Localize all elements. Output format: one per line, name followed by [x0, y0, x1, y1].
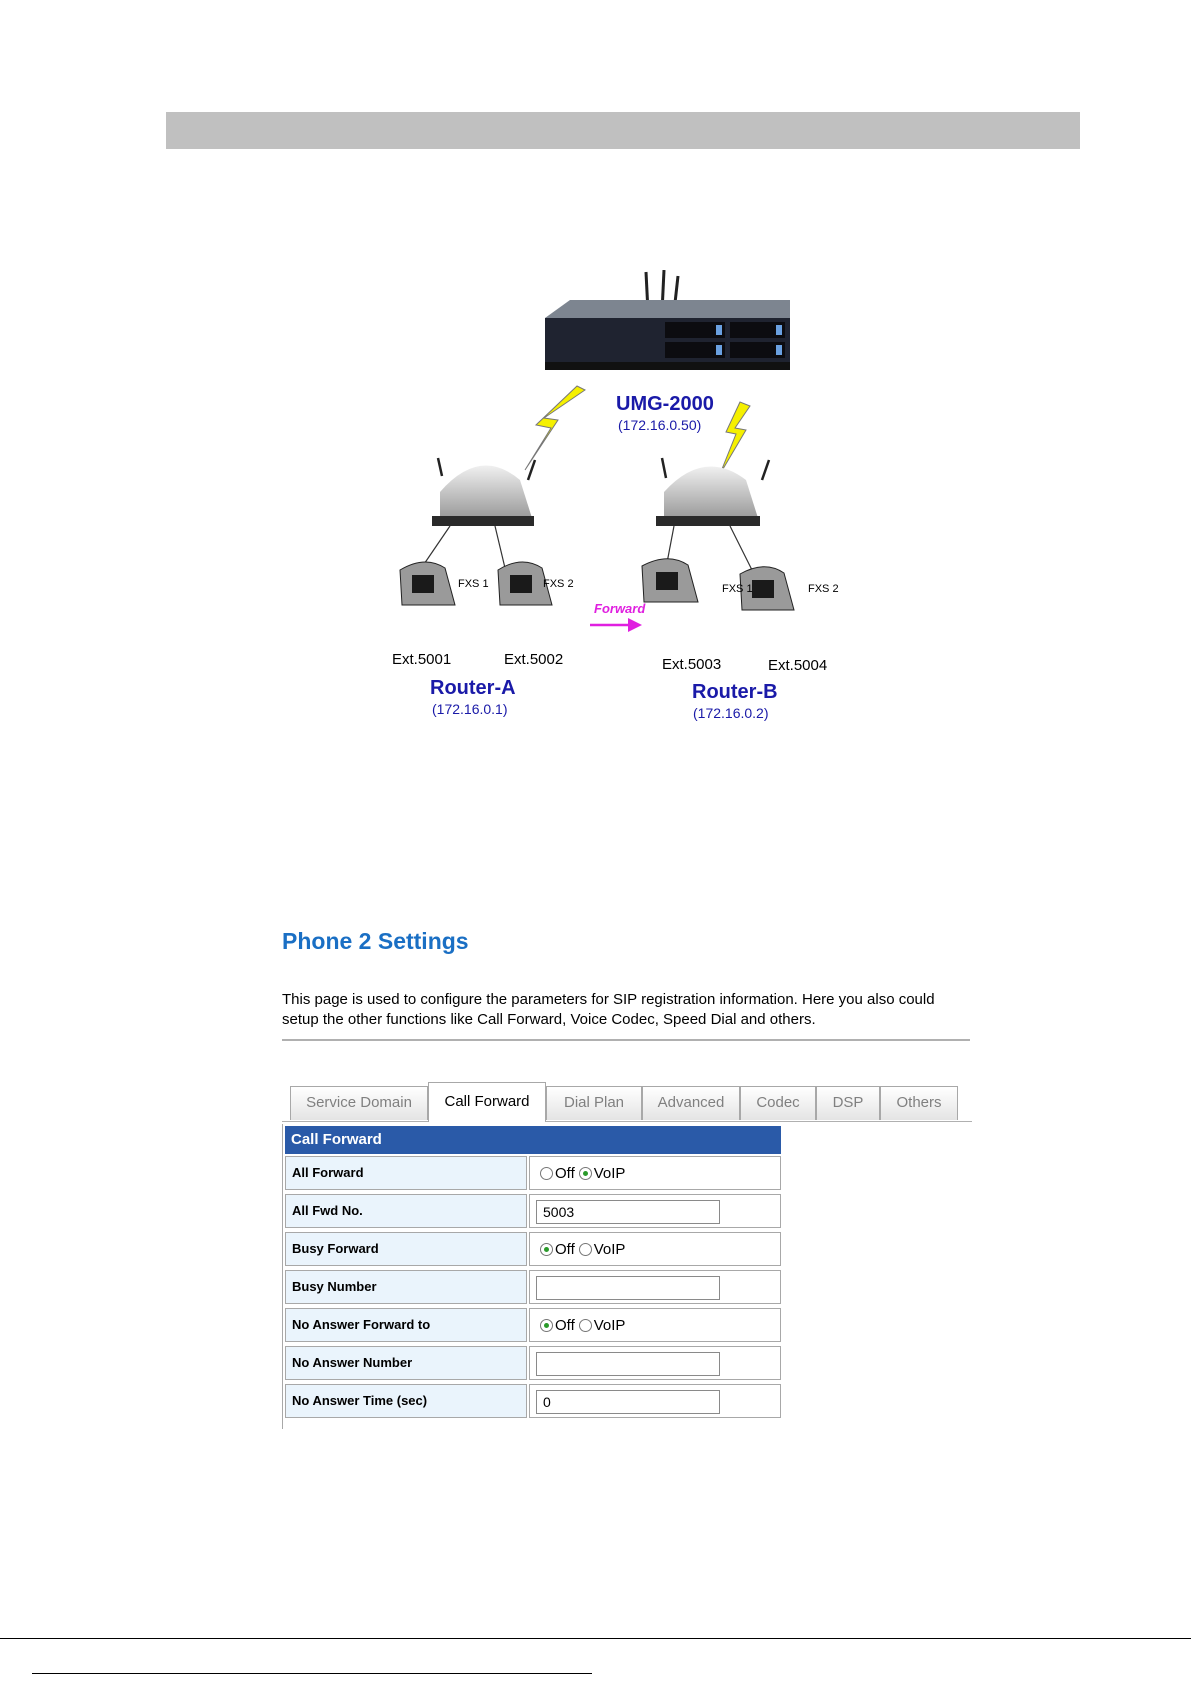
separator-line: [282, 1039, 970, 1041]
all-forward-off-radio[interactable]: [540, 1167, 553, 1180]
router-b-fxs2-label: FXS 2: [808, 583, 839, 595]
all-forward-label: All Forward: [285, 1156, 527, 1190]
footer-rule: [0, 1638, 1191, 1639]
router-b-fxs1-label: FXS 1: [722, 583, 753, 595]
row-no-answer-number: No Answer Number: [285, 1346, 781, 1380]
all-forward-radio-group: Off VoIP: [540, 1165, 629, 1182]
busy-forward-off-radio[interactable]: [540, 1243, 553, 1256]
tab-codec[interactable]: Codec: [740, 1086, 816, 1120]
all-forward-value: Off VoIP: [529, 1156, 781, 1190]
page-title: Phone 2 Settings: [282, 928, 469, 954]
forward-label: Forward: [594, 601, 646, 616]
no-answer-time-value: [529, 1384, 781, 1418]
all-fwd-no-input[interactable]: [536, 1200, 720, 1224]
busy-forward-value: Off VoIP: [529, 1232, 781, 1266]
no-answer-time-label: No Answer Time (sec): [285, 1384, 527, 1418]
no-answer-forward-value: Off VoIP: [529, 1308, 781, 1342]
row-no-answer-time: No Answer Time (sec): [285, 1384, 781, 1418]
all-forward-off-label: Off: [555, 1165, 575, 1182]
busy-forward-radio-group: Off VoIP: [540, 1241, 629, 1258]
call-forward-panel: Call Forward All Forward Off VoIP All Fw…: [282, 1124, 782, 1429]
tab-dial-plan[interactable]: Dial Plan: [546, 1086, 642, 1120]
umg-name-label: UMG-2000: [616, 393, 714, 415]
router-a-ip-label: (172.16.0.1): [432, 701, 508, 717]
no-answer-number-label: No Answer Number: [285, 1346, 527, 1380]
no-answer-forward-voip-label: VoIP: [593, 1317, 626, 1334]
network-diagram: UMG-2000 (172.16.0.50) FXS 1 FXS 2 FXS 1…: [392, 270, 839, 721]
phone-5001-icon: [399, 561, 456, 606]
row-all-fwd-no: All Fwd No.: [285, 1194, 781, 1228]
all-forward-voip-radio[interactable]: [578, 1167, 592, 1180]
page-description: This page is used to configure the param…: [282, 991, 935, 1028]
forward-arrow-icon: [590, 618, 642, 632]
ext-5003-label: Ext.5003: [662, 656, 721, 673]
row-busy-number: Busy Number: [285, 1270, 781, 1304]
phone-5004-icon: [739, 566, 795, 611]
busy-forward-off-label: Off: [555, 1241, 575, 1258]
wireless-link-left-icon: [524, 385, 586, 471]
tab-call-forward[interactable]: Call Forward: [428, 1082, 546, 1122]
no-answer-forward-radio-group: Off VoIP: [540, 1317, 629, 1334]
settings-tabs: Service Domain Call Forward Dial Plan Ad…: [282, 1072, 972, 1122]
umg-device-icon: [545, 270, 790, 370]
no-answer-forward-label: No Answer Forward to: [285, 1308, 527, 1342]
busy-number-input[interactable]: [536, 1276, 720, 1300]
row-busy-forward: Busy Forward Off VoIP: [285, 1232, 781, 1266]
row-all-forward: All Forward Off VoIP: [285, 1156, 781, 1190]
router-b-icon: [656, 457, 771, 526]
no-answer-number-input[interactable]: [536, 1352, 720, 1376]
phone-5003-icon: [641, 558, 699, 603]
tabs-baseline: [282, 1121, 972, 1122]
router-a-fxs2-label: FXS 2: [543, 578, 574, 590]
tab-advanced[interactable]: Advanced: [642, 1086, 740, 1120]
row-no-answer-forward: No Answer Forward to Off VoIP: [285, 1308, 781, 1342]
tab-service-domain[interactable]: Service Domain: [290, 1086, 428, 1120]
router-a-fxs1-label: FXS 1: [458, 578, 489, 590]
busy-number-value: [529, 1270, 781, 1304]
panel-header: Call Forward: [285, 1126, 781, 1154]
tab-others[interactable]: Others: [880, 1086, 958, 1120]
phone-5002-icon: [497, 561, 553, 606]
no-answer-forward-off-label: Off: [555, 1317, 575, 1334]
wireless-link-right-icon: [719, 401, 751, 475]
busy-forward-voip-label: VoIP: [593, 1241, 626, 1258]
router-a-name-label: Router-A: [430, 677, 516, 699]
router-b-name-label: Router-B: [692, 681, 778, 703]
router-b-ip-label: (172.16.0.2): [693, 705, 769, 721]
umg-ip-label: (172.16.0.50): [618, 417, 701, 433]
ext-5002-label: Ext.5002: [504, 651, 563, 668]
ext-5001-label: Ext.5001: [392, 651, 451, 668]
section-header-bar: [166, 112, 1080, 149]
all-fwd-no-label: All Fwd No.: [285, 1194, 527, 1228]
no-answer-time-input[interactable]: [536, 1390, 720, 1414]
ext-5004-label: Ext.5004: [768, 657, 827, 674]
no-answer-forward-off-radio[interactable]: [540, 1319, 553, 1332]
no-answer-number-value: [529, 1346, 781, 1380]
footnote-rule: [32, 1673, 592, 1674]
tab-dsp[interactable]: DSP: [816, 1086, 880, 1120]
no-answer-forward-voip-radio[interactable]: [578, 1319, 592, 1332]
router-a-icon: [432, 457, 537, 526]
all-fwd-no-value: [529, 1194, 781, 1228]
all-forward-voip-label: VoIP: [593, 1165, 626, 1182]
busy-number-label: Busy Number: [285, 1270, 527, 1304]
busy-forward-label: Busy Forward: [285, 1232, 527, 1266]
busy-forward-voip-radio[interactable]: [578, 1243, 592, 1256]
